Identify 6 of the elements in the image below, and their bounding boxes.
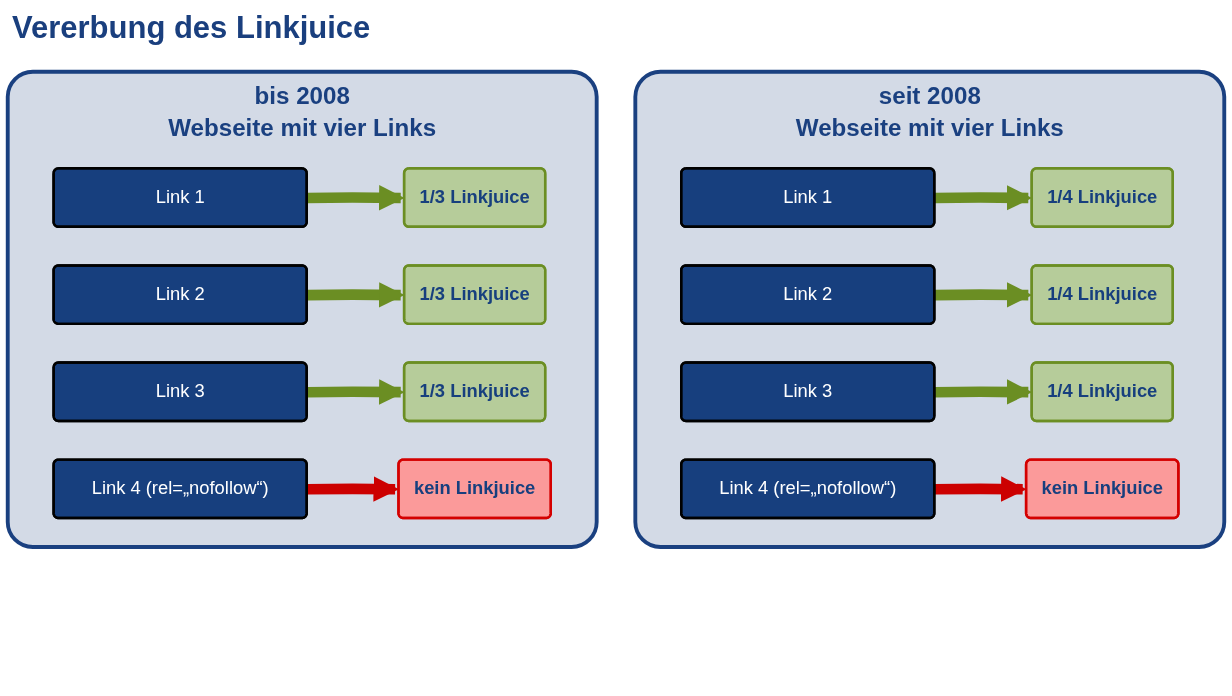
arrow [934,476,1027,502]
arrow [307,379,405,405]
arrow [307,185,405,211]
arrow [307,282,405,308]
diagram-title: Vererbung des Linkjuice [12,10,371,46]
arrow [307,476,399,502]
